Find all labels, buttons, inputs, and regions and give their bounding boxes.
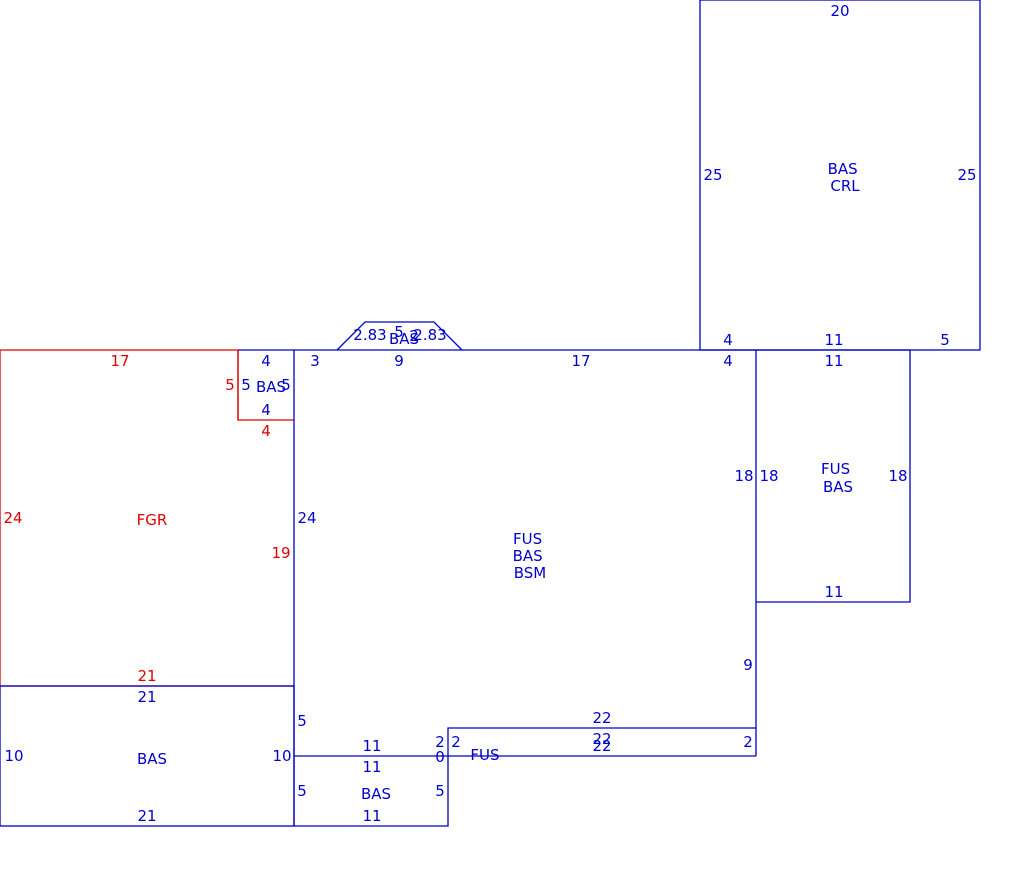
dim-label: 21 <box>137 667 156 685</box>
dim-label: 18 <box>734 467 753 485</box>
dim-label: 11 <box>362 758 381 776</box>
dim-label: 18 <box>759 467 778 485</box>
dim-label: 18 <box>888 467 907 485</box>
small-bas-area-label: BAS <box>256 378 286 396</box>
dim-label: 10 <box>4 747 23 765</box>
dim-label: 4 <box>723 331 733 349</box>
dim-label: 25 <box>957 166 976 184</box>
dim-label: 20 <box>830 2 849 20</box>
bottom-left-area-label: BAS <box>137 750 167 768</box>
main-area-label: FUS BAS BSM <box>513 530 548 582</box>
bay-area-label: BAS <box>389 330 419 348</box>
dim-label: 19 <box>271 544 290 562</box>
dim-label: 2 <box>435 733 445 751</box>
dim-label: 2.83 <box>353 326 386 344</box>
dim-label: 2.83 <box>413 326 446 344</box>
dim-label: 5 <box>435 782 445 800</box>
dim-label: 22 <box>592 730 611 748</box>
dim-label: 17 <box>571 352 590 370</box>
dim-label: 4 <box>261 352 271 370</box>
dim-label: 22 <box>592 709 611 727</box>
dim-label: 25 <box>703 166 722 184</box>
dim-label: 5 <box>940 331 950 349</box>
dim-label: 2 <box>743 733 753 751</box>
dim-label: 5 <box>394 323 404 341</box>
dim-label: 5 <box>241 376 251 394</box>
dim-label: 11 <box>824 583 843 601</box>
dim-label: 11 <box>824 331 843 349</box>
dim-label: 0 <box>435 748 445 766</box>
dim-label: 21 <box>137 688 156 706</box>
right-wing-area-label: FUS BAS <box>821 460 855 496</box>
building-outlines <box>0 0 981 827</box>
right-wing-walls <box>756 350 911 603</box>
bottom-mid-bas <box>294 755 449 827</box>
dim-label: 22 <box>592 737 611 755</box>
crl-area-label: BAS CRL <box>828 160 863 195</box>
bottom-mid-area-label: BAS <box>361 785 391 803</box>
dim-label: 24 <box>297 509 316 527</box>
dim-label: 24 <box>3 509 22 527</box>
bay-window <box>336 321 463 351</box>
dim-label: 11 <box>362 737 381 755</box>
dim-label: 4 <box>261 422 271 440</box>
dim-label: 9 <box>743 656 753 674</box>
dim-label: 21 <box>137 807 156 825</box>
dim-label: 5 <box>297 782 307 800</box>
dim-label: 10 <box>272 747 291 765</box>
dim-label: 5 <box>225 376 235 394</box>
fgr-area-label: FGR <box>137 511 168 529</box>
fus-strip-area-label: FUS <box>470 746 499 764</box>
dim-label: 17 <box>110 352 129 370</box>
dim-label: 11 <box>824 352 843 370</box>
dim-label: 2 <box>409 327 419 345</box>
dim-label: 4 <box>261 401 271 419</box>
dim-label: 3 <box>310 352 320 370</box>
dim-label: 11 <box>362 807 381 825</box>
dim-label: 2 <box>451 733 461 751</box>
dim-label: 4 <box>723 352 733 370</box>
fus-strip-top <box>447 727 756 756</box>
dim-label: 5 <box>281 376 291 394</box>
dim-label: 5 <box>297 712 307 730</box>
dim-label: 9 <box>394 352 404 370</box>
